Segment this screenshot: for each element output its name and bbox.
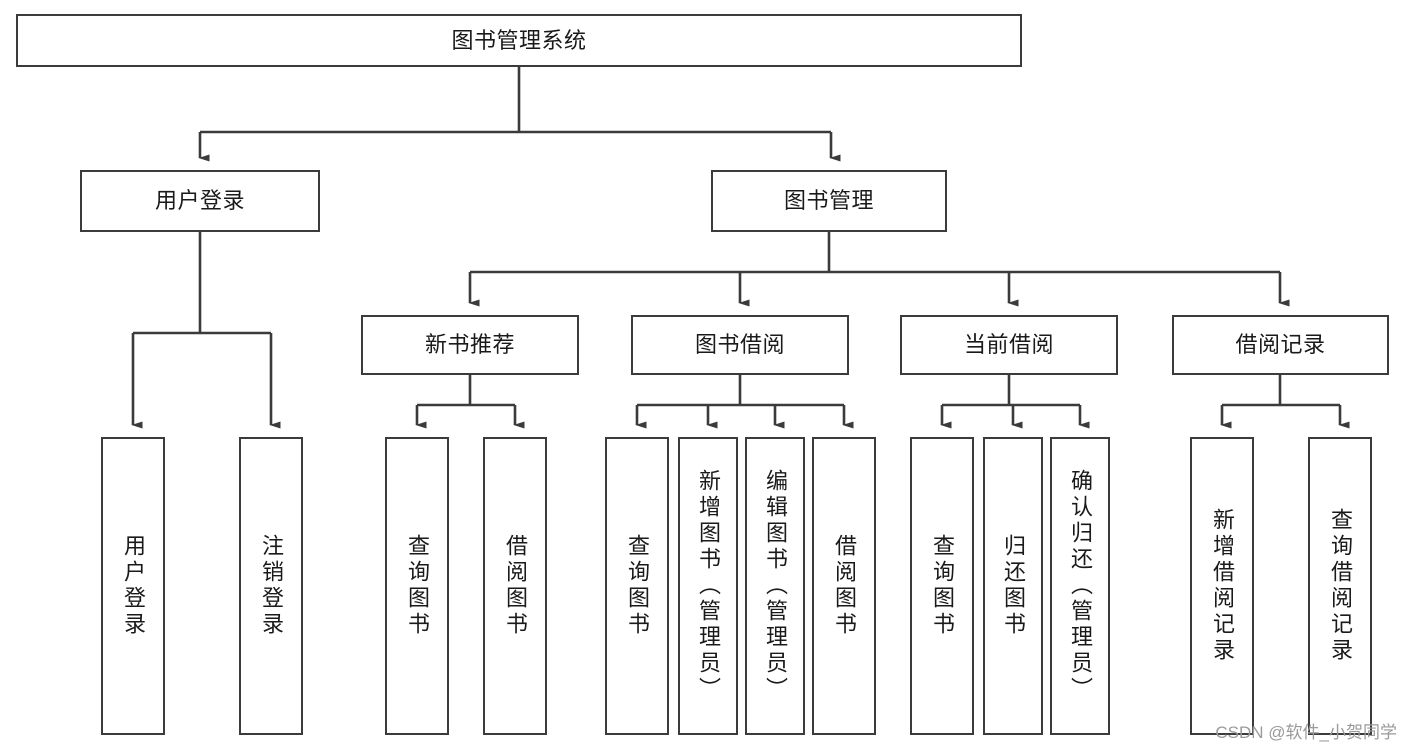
node-leaf-add-book-label: 新增图书（管理员） xyxy=(696,469,721,703)
node-leaf-user-login[interactable]: 用户登录 xyxy=(101,437,165,735)
node-leaf-user-logout[interactable]: 注销登录 xyxy=(239,437,303,735)
node-leaf-add-record-label: 新增借阅记录 xyxy=(1210,508,1235,664)
edges-group xyxy=(131,67,1350,429)
node-leaf-query-book-1[interactable]: 查询图书 xyxy=(385,437,449,735)
node-leaf-query-book-1-label: 查询图书 xyxy=(405,534,430,638)
node-book-borrow[interactable]: 图书借阅 xyxy=(631,315,849,375)
node-leaf-query-book-3[interactable]: 查询图书 xyxy=(910,437,974,735)
node-root-label: 图书管理系统 xyxy=(451,27,587,53)
node-leaf-borrow-book-2[interactable]: 借阅图书 xyxy=(812,437,876,735)
node-leaf-add-record[interactable]: 新增借阅记录 xyxy=(1190,437,1254,735)
node-leaf-edit-book[interactable]: 编辑图书（管理员） xyxy=(745,437,805,735)
node-leaf-borrow-book-1-label: 借阅图书 xyxy=(503,534,528,638)
node-root[interactable]: 图书管理系统 xyxy=(16,14,1022,67)
node-leaf-user-login-label: 用户登录 xyxy=(121,534,146,638)
node-leaf-return-book-label: 归还图书 xyxy=(1001,534,1026,638)
node-user-login[interactable]: 用户登录 xyxy=(80,170,320,232)
node-new-book-recommend-label: 新书推荐 xyxy=(424,332,515,358)
node-book-manage[interactable]: 图书管理 xyxy=(711,170,947,232)
node-leaf-query-record-label: 查询借阅记录 xyxy=(1328,508,1353,664)
node-leaf-borrow-book-2-label: 借阅图书 xyxy=(832,534,857,638)
node-leaf-confirm-return-label: 确认归还（管理员） xyxy=(1068,469,1093,703)
node-new-book-recommend[interactable]: 新书推荐 xyxy=(361,315,579,375)
watermark-text: CSDN @软件_小贺同学 xyxy=(1215,723,1397,742)
node-leaf-return-book[interactable]: 归还图书 xyxy=(983,437,1043,735)
node-book-borrow-label: 图书借阅 xyxy=(694,332,785,358)
node-user-login-label: 用户登录 xyxy=(154,188,245,214)
node-leaf-query-book-2[interactable]: 查询图书 xyxy=(605,437,669,735)
node-borrow-record[interactable]: 借阅记录 xyxy=(1172,315,1389,375)
node-leaf-query-book-2-label: 查询图书 xyxy=(625,534,650,638)
node-leaf-query-book-3-label: 查询图书 xyxy=(930,534,955,638)
node-current-borrow-label: 当前借阅 xyxy=(963,332,1054,358)
node-leaf-user-logout-label: 注销登录 xyxy=(259,534,284,638)
node-leaf-confirm-return[interactable]: 确认归还（管理员） xyxy=(1050,437,1110,735)
node-leaf-edit-book-label: 编辑图书（管理员） xyxy=(763,469,788,703)
node-leaf-add-book[interactable]: 新增图书（管理员） xyxy=(678,437,738,735)
node-current-borrow[interactable]: 当前借阅 xyxy=(900,315,1118,375)
node-borrow-record-label: 借阅记录 xyxy=(1235,332,1326,358)
node-leaf-borrow-book-1[interactable]: 借阅图书 xyxy=(483,437,547,735)
node-book-manage-label: 图书管理 xyxy=(783,188,874,214)
node-leaf-query-record[interactable]: 查询借阅记录 xyxy=(1308,437,1372,735)
